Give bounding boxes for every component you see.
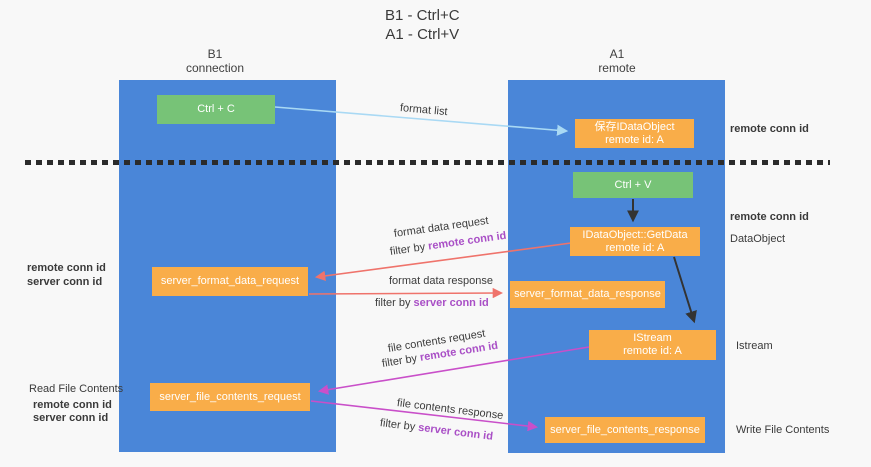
- column-header-a1: A1 remote: [557, 47, 677, 75]
- node-server-file-contents-request: server_file_contents_request: [150, 383, 310, 411]
- server-conn-id-text: server conn id: [417, 421, 494, 443]
- node-ctrl-v: Ctrl + V: [573, 172, 693, 198]
- column-b1-role: connection: [185, 61, 245, 75]
- node-getdata-line2: remote id: A: [605, 241, 665, 254]
- node-getdata-line1: IDataObject::GetData: [582, 228, 688, 241]
- annotation-left-remote-conn-id-1: remote conn id: [27, 262, 106, 274]
- server-conn-id-text: server conn id: [413, 297, 489, 309]
- server-conn-id-text: server conn id: [33, 412, 109, 424]
- node-server-format-data-response: server_format_data_response: [510, 281, 665, 308]
- annotation-remote-conn-id-mid: remote conn id: [730, 211, 809, 223]
- remote-conn-id-text: remote conn id: [33, 399, 112, 411]
- filter-prefix-text: filter by: [375, 297, 411, 309]
- node-save-idataobject: 保存IDataObject remote id: A: [575, 119, 694, 148]
- file-contents-response-text: file contents response: [396, 397, 504, 422]
- annotation-dataobject: DataObject: [730, 233, 785, 245]
- node-server-file-contents-request-label: server_file_contents_request: [159, 390, 301, 403]
- annotation-write-file-contents: Write File Contents: [736, 424, 829, 436]
- title-line-1: B1 - Ctrl+C: [385, 7, 460, 24]
- edge-label-file-contents-response: file contents response: [396, 397, 504, 422]
- column-a1-role: remote: [598, 61, 636, 75]
- server-conn-id-text: server conn id: [27, 276, 103, 288]
- column-header-b1: B1 connection: [155, 47, 275, 75]
- node-server-format-data-request-label: server_format_data_request: [160, 275, 300, 287]
- read-file-contents-text: Read File Contents: [29, 383, 124, 395]
- format-data-response-arrow: [308, 287, 504, 299]
- filter-prefix-text: filter by: [379, 417, 416, 434]
- node-save-idataobject-line1: 保存IDataObject: [594, 120, 675, 133]
- annotation-left-remote-conn-id-2: remote conn id: [33, 399, 112, 411]
- dataobject-text: DataObject: [730, 233, 786, 245]
- edge-label-filter-server-1: filter by server conn id: [375, 297, 489, 309]
- format-data-response-text: format data response: [389, 275, 493, 287]
- node-istream: IStream remote id: A: [589, 330, 716, 360]
- title-line-2: A1 - Ctrl+V: [385, 26, 460, 43]
- node-istream-line2: remote id: A: [623, 345, 682, 357]
- node-ctrl-v-label: Ctrl + V: [614, 178, 652, 191]
- filter-prefix-text: filter by: [389, 241, 426, 258]
- node-server-format-data-response-label: server_format_data_response: [514, 288, 661, 300]
- node-ctrl-c-label: Ctrl + C: [197, 103, 235, 115]
- edge-label-format-data-response: format data response: [389, 275, 493, 287]
- node-server-file-contents-response: server_file_contents_response: [545, 417, 705, 443]
- annotation-istream: Istream: [736, 340, 773, 352]
- edge-label-format-list: format list: [399, 102, 448, 118]
- column-b1-name: B1: [207, 47, 223, 61]
- node-server-format-data-request: server_format_data_request: [152, 267, 308, 296]
- remote-conn-id-text: remote conn id: [730, 211, 809, 223]
- annotation-read-file-contents: Read File Contents: [29, 383, 123, 395]
- node-ctrl-c: Ctrl + C: [157, 95, 275, 124]
- annotation-remote-conn-id-top: remote conn id: [730, 123, 809, 135]
- remote-conn-id-text: remote conn id: [27, 262, 106, 274]
- node-save-idataobject-line2: remote id: A: [605, 133, 664, 146]
- node-istream-line1: IStream: [633, 332, 672, 344]
- filter-prefix-text: filter by: [381, 352, 418, 370]
- annotation-left-server-conn-id-2: server conn id: [33, 412, 108, 424]
- dashed-divider: [25, 160, 830, 165]
- diagram-title: B1 - Ctrl+C A1 - Ctrl+V: [385, 6, 460, 44]
- node-server-file-contents-response-label: server_file_contents_response: [550, 423, 700, 436]
- format-list-text: format list: [399, 102, 449, 119]
- annotation-left-server-conn-id-1: server conn id: [27, 276, 102, 288]
- istream-text: Istream: [736, 340, 773, 352]
- remote-conn-id-text: remote conn id: [730, 123, 809, 135]
- edge-label-filter-server-2: filter by server conn id: [379, 417, 493, 443]
- column-a1-name: A1: [609, 47, 625, 61]
- write-file-contents-text: Write File Contents: [736, 424, 830, 436]
- node-idataobject-getdata: IDataObject::GetData remote id: A: [570, 227, 700, 256]
